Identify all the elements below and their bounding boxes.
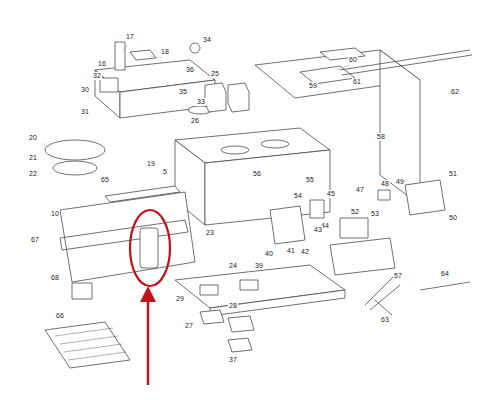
callout-number: 17 <box>125 33 135 41</box>
callout-number: 5 <box>162 168 168 176</box>
callout-number: 42 <box>300 248 310 256</box>
turntable <box>45 140 105 160</box>
callout-number: 68 <box>50 274 60 282</box>
callout-number: 60 <box>348 56 358 64</box>
callout-number: 63 <box>380 316 390 324</box>
callout-number: 18 <box>160 48 170 56</box>
callout-number: 67 <box>30 236 40 244</box>
switch <box>378 190 390 200</box>
label-card <box>72 283 92 299</box>
callout-number: 10 <box>50 210 60 218</box>
callout-number: 27 <box>184 322 194 330</box>
rail <box>340 50 470 70</box>
magnetron <box>270 206 305 244</box>
callout-number: 22 <box>28 170 38 178</box>
motor <box>100 78 118 92</box>
callout-number: 65 <box>100 176 110 184</box>
cavity-hole <box>261 140 289 148</box>
callout-number: 30 <box>80 86 90 94</box>
callout-number: 59 <box>308 82 318 90</box>
callout-number: 31 <box>80 108 90 116</box>
callout-number: 50 <box>448 214 458 222</box>
callout-number: 66 <box>55 312 65 320</box>
callout-number: 35 <box>178 88 188 96</box>
base-edge <box>210 290 345 316</box>
bracket <box>115 42 125 70</box>
rack-bars <box>55 328 126 360</box>
top-plate-front <box>120 80 215 118</box>
fan <box>190 43 200 53</box>
callout-number: 32 <box>92 72 102 80</box>
highlight-arrowhead <box>140 286 156 302</box>
hv-transformer <box>330 238 395 275</box>
callout-number: 37 <box>228 356 238 364</box>
callout-number: 40 <box>264 250 274 258</box>
callout-number: 58 <box>376 133 386 141</box>
roller-ring <box>53 161 97 175</box>
rail <box>342 55 472 75</box>
callout-number: 36 <box>185 66 195 74</box>
callout-number: 25 <box>210 70 220 78</box>
wire <box>420 282 470 290</box>
rack <box>45 322 130 368</box>
callout-number: 41 <box>286 247 296 255</box>
transformer <box>205 83 226 112</box>
filter <box>228 338 252 352</box>
cavity-front <box>205 150 330 225</box>
leader-lines <box>42 45 350 148</box>
callout-number: 61 <box>352 78 362 86</box>
fan-cover <box>130 50 156 60</box>
door <box>60 192 195 282</box>
control-panel <box>140 228 158 268</box>
capacitor <box>340 218 368 238</box>
callout-number: 28 <box>228 302 238 310</box>
highlight-circle <box>130 210 170 286</box>
callout-number: 51 <box>448 170 458 178</box>
transformer <box>228 83 249 112</box>
callout-number: 34 <box>202 36 212 44</box>
lamp-cover <box>240 280 258 290</box>
filter <box>228 316 254 332</box>
vent-part <box>320 48 365 60</box>
callout-number: 26 <box>190 117 200 125</box>
callout-number: 54 <box>293 192 303 200</box>
callout-number: 52 <box>350 208 360 216</box>
callout-number: 55 <box>305 176 315 184</box>
relay <box>310 200 324 218</box>
callout-number: 48 <box>380 180 390 188</box>
callout-number: 16 <box>97 60 107 68</box>
callout-number: 64 <box>440 270 450 278</box>
callout-number: 49 <box>395 178 405 186</box>
callout-number: 39 <box>254 262 264 270</box>
callout-number: 24 <box>228 262 238 270</box>
callout-number: 45 <box>326 190 336 198</box>
wire <box>375 300 392 315</box>
cavity-hole <box>221 146 249 154</box>
callout-number: 33 <box>196 98 206 106</box>
callout-number: 21 <box>28 154 38 162</box>
callout-number: 19 <box>146 160 156 168</box>
callout-number: 62 <box>450 88 460 96</box>
callout-number: 53 <box>370 210 380 218</box>
callout-number: 29 <box>175 295 185 303</box>
callout-number: 47 <box>355 186 365 194</box>
wire <box>365 275 395 305</box>
callout-number: 57 <box>393 272 403 280</box>
callout-number: 56 <box>252 170 262 178</box>
highlight-arrow <box>147 300 150 385</box>
lamp-cover <box>200 285 218 295</box>
wrapper-side <box>380 50 420 205</box>
filter <box>200 310 224 324</box>
callout-number: 20 <box>28 134 38 142</box>
wire <box>370 285 400 310</box>
callout-number: 23 <box>205 229 215 237</box>
callout-number: 43 <box>313 226 323 234</box>
bracket-right <box>405 180 445 215</box>
